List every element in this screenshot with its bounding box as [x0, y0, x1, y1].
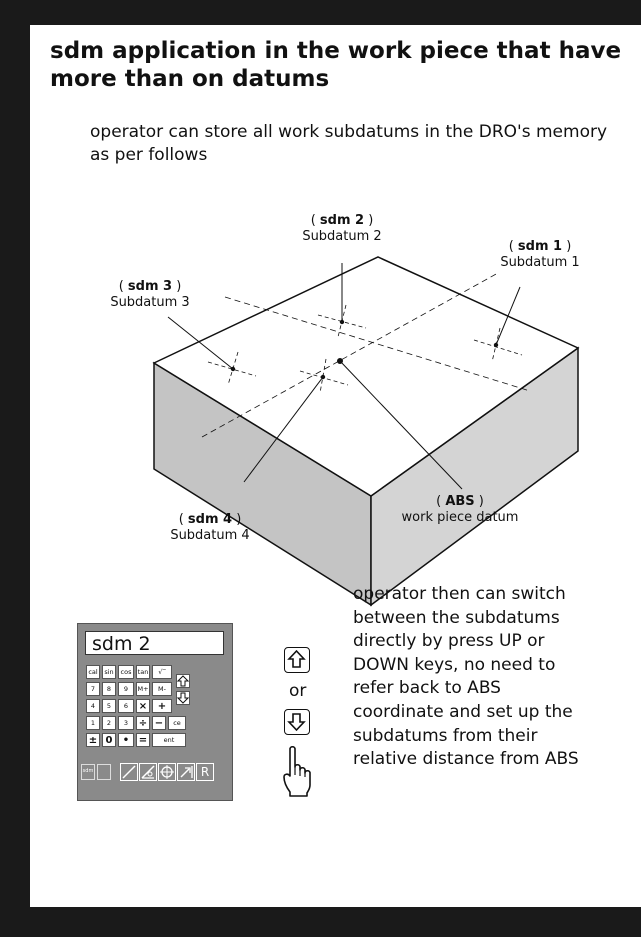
- sdm2-label: ( sdm 2 ) Subdatum 2: [302, 213, 382, 244]
- sdm2-code: sdm 2: [319, 213, 365, 228]
- dro-display: sdm 2: [85, 631, 224, 655]
- circle-target-icon: [160, 765, 174, 779]
- sdm1-label: ( sdm 1 ) Subdatum 1: [500, 239, 580, 270]
- datum-line-a: [224, 296, 531, 392]
- abs-name: work piece datum: [401, 510, 519, 525]
- sdm1-name: Subdatum 1: [500, 255, 580, 270]
- angle-icon: [141, 765, 155, 779]
- key-multiply[interactable]: ×: [136, 699, 150, 713]
- sdm4-label: ( sdm 4 ) Subdatum 4: [170, 512, 250, 543]
- key-arrow-right[interactable]: [177, 763, 195, 781]
- key-divide[interactable]: ÷: [136, 716, 150, 730]
- key-ce[interactable]: ce: [168, 716, 186, 730]
- intro-text: operator can store all work subdatums in…: [90, 122, 608, 165]
- key-3[interactable]: 3: [118, 716, 134, 730]
- key-plus[interactable]: +: [152, 699, 172, 713]
- sdm4-leader: [243, 376, 324, 483]
- instructions-text: operator then can switch between the sub…: [353, 584, 579, 770]
- sdm1-code: sdm 1: [517, 239, 563, 254]
- page-title: sdm application in the work piece that h…: [50, 38, 622, 92]
- sdm3-leader: [167, 316, 234, 370]
- block-top-face: [152, 256, 580, 497]
- sdm3-label: ( sdm 3 ) Subdatum 3: [110, 279, 190, 310]
- abs-leader: [339, 360, 463, 490]
- down-key-button[interactable]: [284, 709, 310, 735]
- key-mplus[interactable]: M+: [136, 682, 150, 696]
- key-down-small[interactable]: [176, 691, 190, 705]
- key-dot[interactable]: •: [118, 733, 134, 747]
- key-minus[interactable]: −: [152, 716, 166, 730]
- key-equals[interactable]: =: [136, 733, 150, 747]
- arrow-to-line-icon: [180, 766, 193, 778]
- key-tan[interactable]: tan: [136, 665, 150, 679]
- sdm4-code: sdm 4: [187, 512, 233, 527]
- key-line[interactable]: [120, 763, 138, 781]
- key-plus-minus[interactable]: ±: [86, 733, 100, 747]
- arrow-down-icon: [287, 713, 306, 732]
- arrow-up-icon: [177, 675, 189, 687]
- key-sqrt[interactable]: √‾: [152, 665, 172, 679]
- abs-label: ( ABS ) work piece datum: [401, 494, 519, 525]
- sdm3-code: sdm 3: [127, 279, 173, 294]
- key-sdm[interactable]: sdm: [81, 764, 95, 780]
- sdm2-name: Subdatum 2: [302, 229, 382, 244]
- key-up-small[interactable]: [176, 674, 190, 688]
- workpiece-diagram: [152, 256, 580, 607]
- key-6[interactable]: 6: [118, 699, 134, 713]
- page: sdm application in the work piece that h…: [30, 25, 641, 907]
- key-5[interactable]: 5: [102, 699, 116, 713]
- or-text: or: [289, 681, 307, 701]
- key-sdm-memory[interactable]: [97, 764, 111, 780]
- pointing-hand-icon: [283, 745, 311, 797]
- dro-keypad-device: sdm 2 cal sin cos tan √‾ 7 8 9 M+ M- 4 5…: [77, 623, 233, 801]
- key-r[interactable]: R: [196, 763, 214, 781]
- key-mminus[interactable]: M-: [152, 682, 172, 696]
- arrow-down-icon: [177, 692, 189, 704]
- key-sin[interactable]: sin: [102, 665, 116, 679]
- key-0[interactable]: 0: [102, 733, 116, 747]
- key-9[interactable]: 9: [118, 682, 134, 696]
- key-7[interactable]: 7: [86, 682, 100, 696]
- key-ent[interactable]: ent: [152, 733, 186, 747]
- abs-code: ABS: [445, 494, 475, 509]
- line-icon: [122, 765, 136, 779]
- up-key-button[interactable]: [284, 647, 310, 673]
- key-cos[interactable]: cos: [118, 665, 134, 679]
- key-8[interactable]: 8: [102, 682, 116, 696]
- key-angle[interactable]: [139, 763, 157, 781]
- key-2[interactable]: 2: [102, 716, 116, 730]
- key-pcd[interactable]: [158, 763, 176, 781]
- key-4[interactable]: 4: [86, 699, 100, 713]
- arrow-up-icon: [287, 649, 306, 668]
- datum-line-b: [201, 272, 499, 438]
- sdm1-leader: [495, 286, 521, 346]
- sdm4-name: Subdatum 4: [170, 528, 250, 543]
- key-1[interactable]: 1: [86, 716, 100, 730]
- key-cal[interactable]: cal: [86, 665, 100, 679]
- sdm3-name: Subdatum 3: [110, 295, 190, 310]
